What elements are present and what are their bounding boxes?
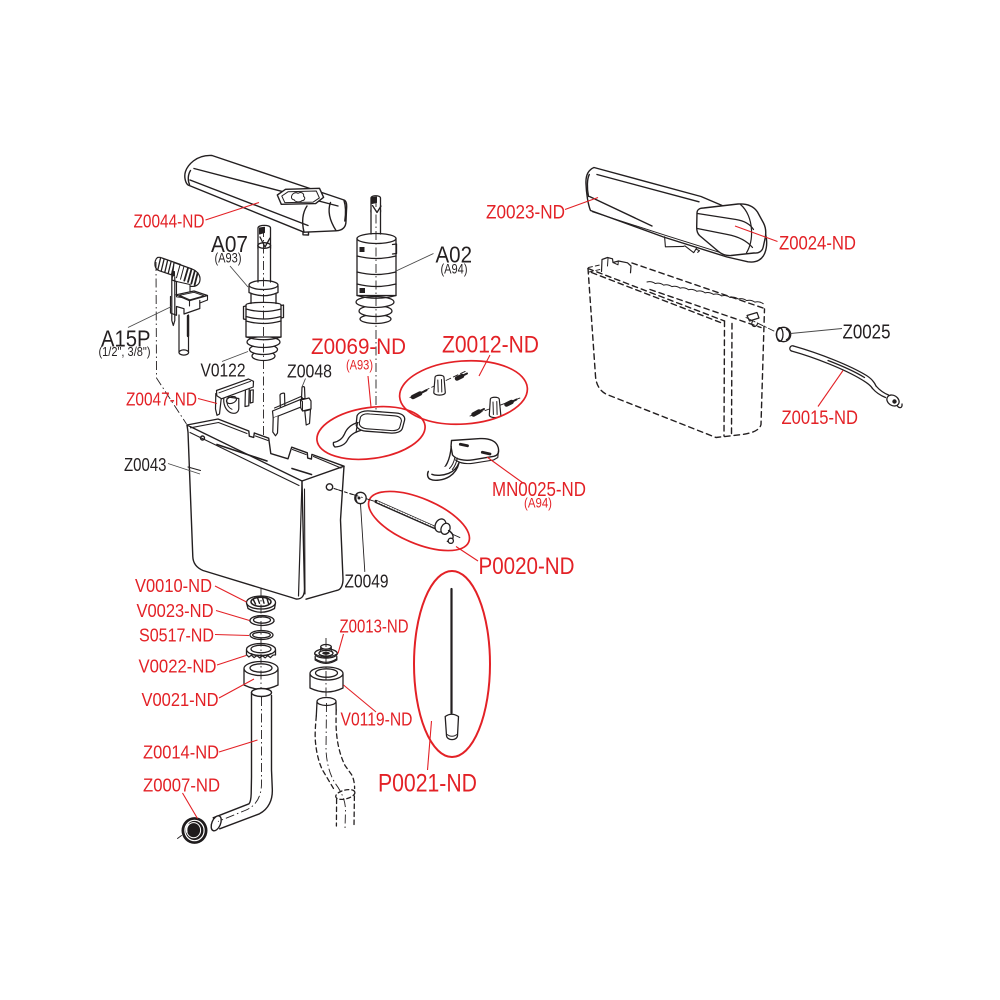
svg-text:Z0024-ND: Z0024-ND [779,234,856,255]
svg-text:Z0047-ND: Z0047-ND [126,390,197,410]
svg-text:(A94): (A94) [524,495,552,511]
svg-text:V0021-ND: V0021-ND [142,690,219,710]
svg-text:Z0014-ND: Z0014-ND [143,743,219,763]
svg-text:S0517-ND: S0517-ND [139,626,214,646]
svg-text:(A93): (A93) [346,357,373,373]
svg-text:Z0049: Z0049 [345,572,389,592]
svg-text:V0023-ND: V0023-ND [137,601,214,621]
svg-text:Z0007-ND: Z0007-ND [143,776,220,796]
svg-text:Z0012-ND: Z0012-ND [442,332,539,359]
svg-text:P0020-ND: P0020-ND [479,553,575,580]
svg-text:Z0023-ND: Z0023-ND [486,203,565,224]
svg-text:A02: A02 [436,242,473,268]
svg-text:Z0043: Z0043 [124,455,167,475]
svg-text:MN0025-ND: MN0025-ND [492,479,586,501]
svg-text:Z0048: Z0048 [287,361,332,382]
svg-text:A07: A07 [211,231,248,257]
svg-text:V0122: V0122 [201,360,246,381]
svg-text:Z0025: Z0025 [843,321,891,344]
svg-text:V0010-ND: V0010-ND [135,576,212,596]
svg-text:(A93): (A93) [215,251,242,266]
svg-text:P0021-ND: P0021-ND [378,770,477,798]
svg-text:Z0069-ND: Z0069-ND [311,334,406,359]
svg-text:V0119-ND: V0119-ND [341,710,413,730]
svg-text:Z0015-ND: Z0015-ND [782,408,859,429]
svg-text:(1/2", 3/8"): (1/2", 3/8") [99,344,151,359]
svg-text:Z0044-ND: Z0044-ND [134,212,205,232]
svg-text:A15P: A15P [101,326,151,352]
svg-text:(A94): (A94) [441,262,468,277]
svg-text:V0022-ND: V0022-ND [139,657,217,677]
svg-text:Z0013-ND: Z0013-ND [340,617,409,637]
